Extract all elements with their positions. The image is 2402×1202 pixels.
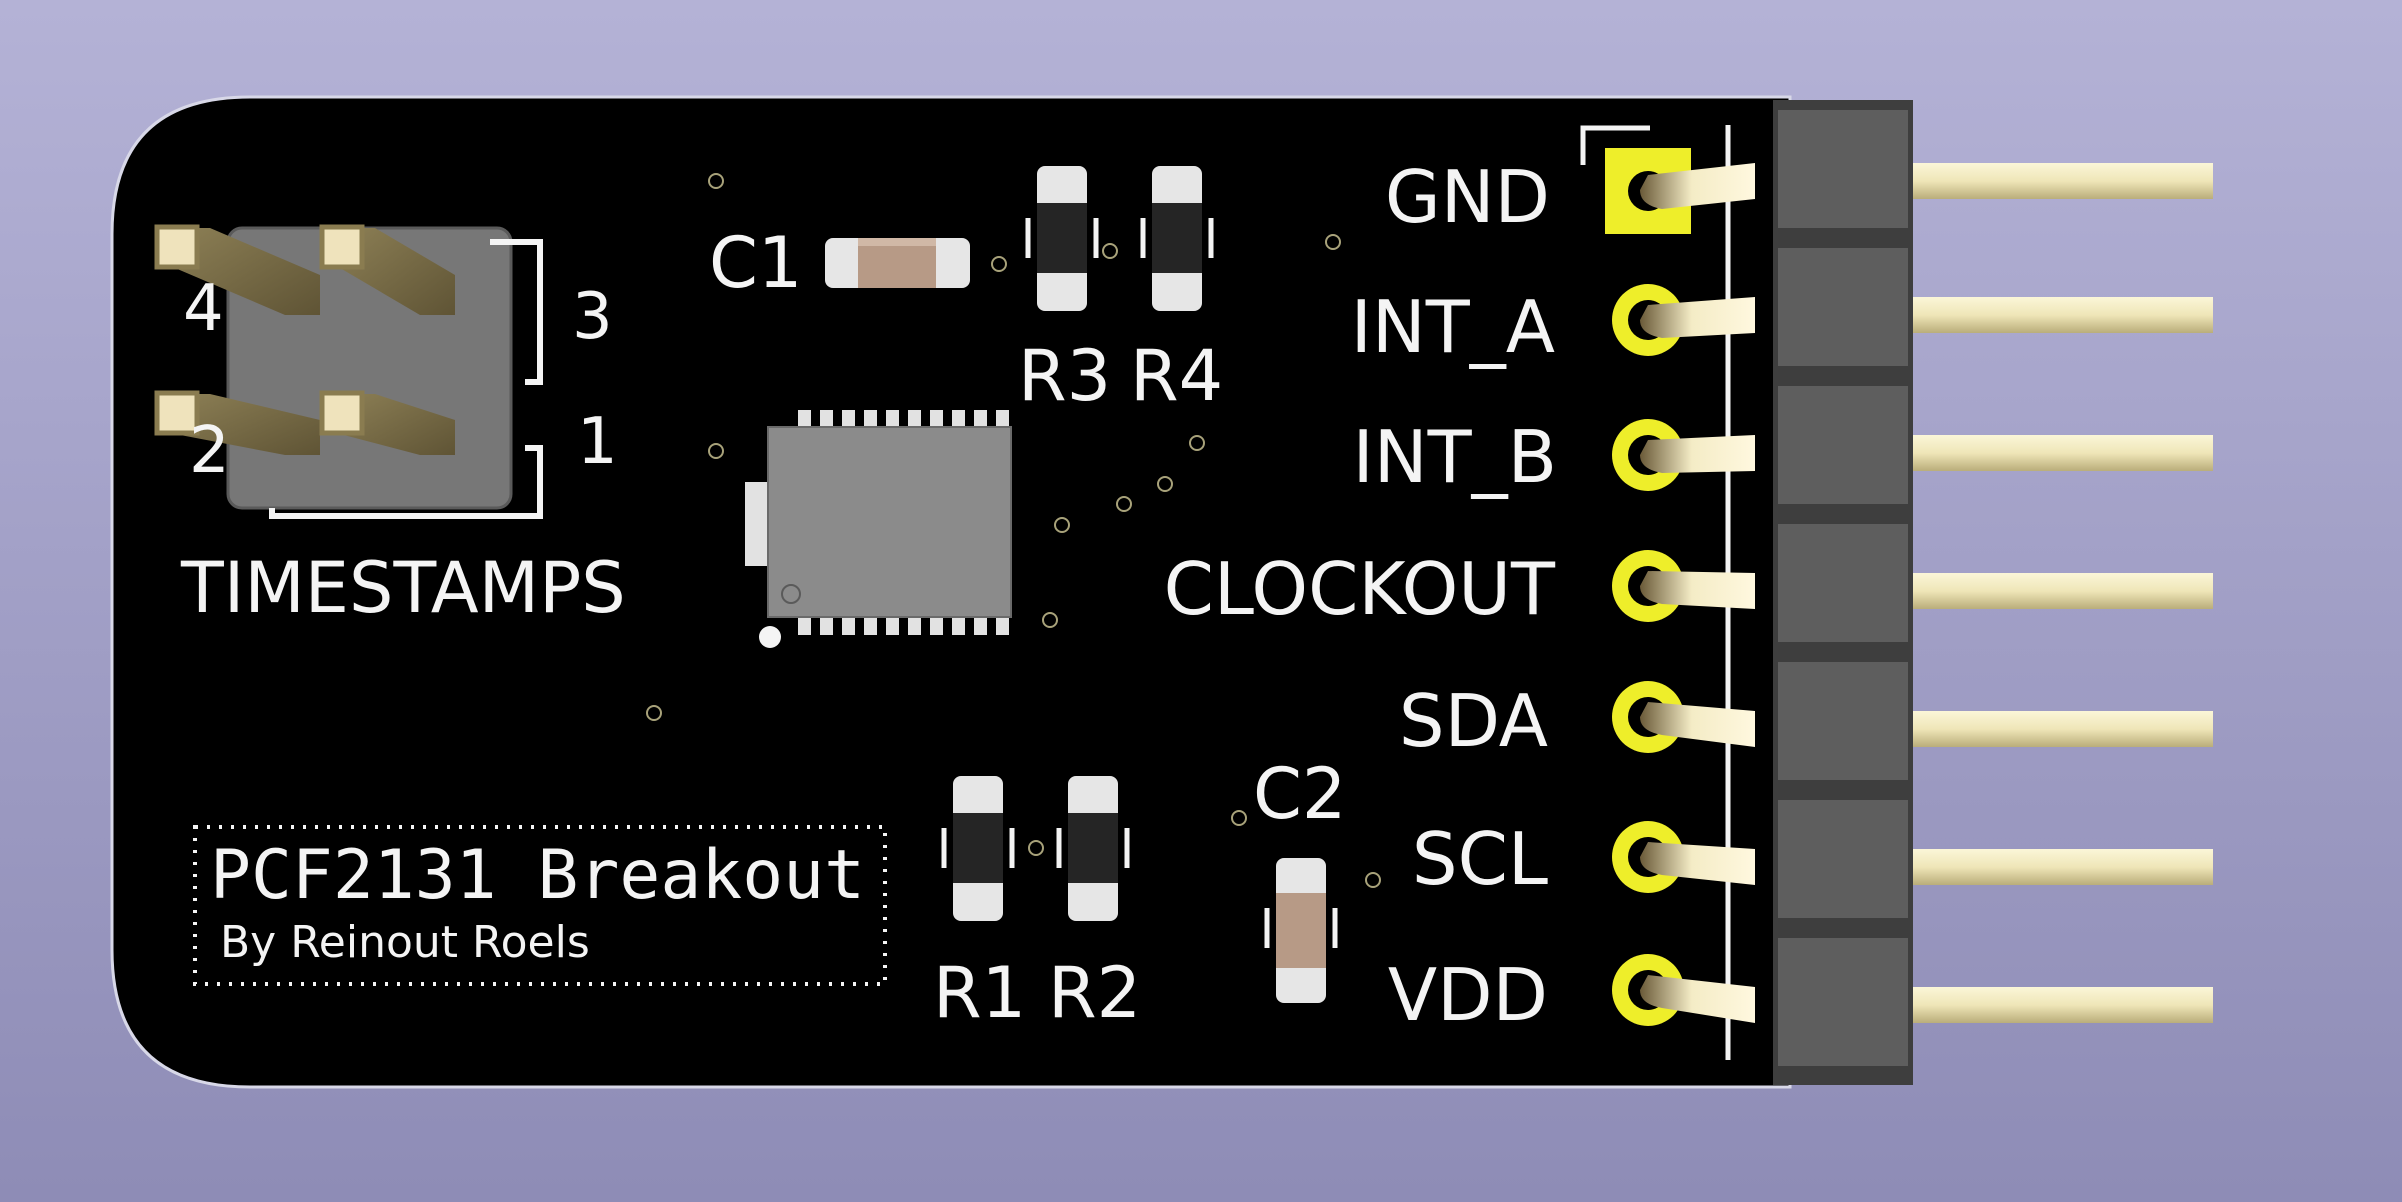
pin-label-clockout: CLOCKOUT (1164, 547, 1556, 631)
jumper-pin4-label: 4 (183, 272, 224, 346)
vias (646, 173, 1381, 888)
jumper-pin3-label: 3 (572, 280, 613, 354)
c1-label: C1 (709, 222, 802, 304)
pin-label-gnd: GND (1385, 155, 1550, 239)
jumper-pin2-label: 2 (189, 414, 230, 488)
resistor-r4 (1140, 166, 1214, 311)
jumper-pin1-label: 1 (577, 405, 618, 479)
r3-label: R3 (1018, 335, 1111, 417)
header-body (1773, 100, 1913, 1085)
title-box (193, 825, 887, 986)
r1-label: R1 (933, 952, 1026, 1034)
jumper-label: TIMESTAMPS (180, 547, 626, 629)
c2-label: C2 (1253, 753, 1346, 835)
pin-label-int-a: INT_A (1351, 285, 1555, 369)
jumper-timestamps (154, 224, 543, 519)
r2-label: R2 (1048, 952, 1141, 1034)
resistor-r1 (941, 776, 1015, 921)
resistor-r2 (1056, 776, 1130, 921)
pin-label-sda: SDA (1399, 679, 1548, 763)
pin-label-int-b: INT_B (1353, 415, 1557, 499)
header-pins-straight (1913, 163, 2213, 1023)
rtc-chip (745, 410, 1012, 648)
capacitor-c2 (1264, 858, 1338, 1003)
board-subtitle: By Reinout Roels (220, 917, 590, 968)
board-title: PCF2131 Breakout (210, 836, 865, 915)
capacitor-c1 (825, 238, 970, 288)
pin-label-scl: SCL (1412, 817, 1548, 901)
header-pin-labels: GND INT_A INT_B CLOCKOUT SDA SCL VDD (1164, 155, 1557, 1037)
pin-label-vdd: VDD (1388, 953, 1548, 1037)
resistor-r3 (1025, 166, 1099, 311)
header-pins-bent (1640, 163, 1755, 1023)
r4-label: R4 (1130, 335, 1223, 417)
